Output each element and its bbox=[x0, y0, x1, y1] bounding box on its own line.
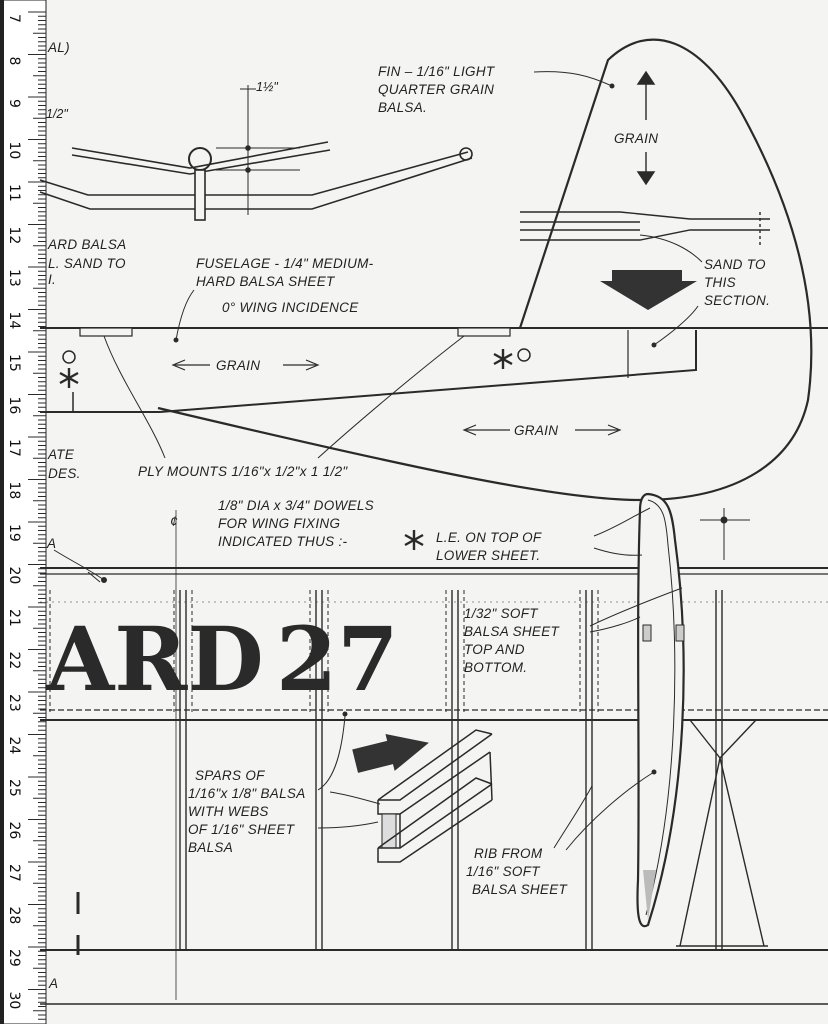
ruler-number: 21 bbox=[6, 609, 22, 627]
ply-mount-rear bbox=[457, 327, 511, 337]
left-edge-fragments: AL) 1/2" ARD BALSA L. SAND TO I. ATE DES… bbox=[46, 40, 126, 991]
label-fin-1: FIN – 1/16" LIGHT bbox=[378, 64, 496, 79]
label-left-des: DES. bbox=[48, 466, 81, 481]
label-sheet-1: 1/32" SOFT bbox=[464, 606, 539, 621]
ruler-number: 11 bbox=[6, 184, 22, 202]
ruler-number: 10 bbox=[6, 142, 22, 160]
ruler-number: 29 bbox=[6, 949, 22, 967]
dowel-asterisk-left bbox=[59, 368, 79, 388]
label-left-ate: ATE bbox=[47, 447, 75, 462]
label-left-a2: A bbox=[48, 976, 58, 991]
label-sand-2: THIS bbox=[704, 275, 736, 290]
label-fuselage-1: FUSELAGE - 1/4" MEDIUM- bbox=[196, 256, 374, 271]
ply-mount-front bbox=[79, 327, 133, 337]
label-rib-1: RIB FROM bbox=[474, 846, 543, 861]
ruler-number: 20 bbox=[6, 567, 22, 585]
ruler-number: 13 bbox=[6, 269, 22, 287]
dowel-circle-fuselage bbox=[517, 348, 531, 362]
label-le-1: L.E. ON TOP OF bbox=[436, 530, 542, 545]
label-sheet-2: BALSA SHEET bbox=[464, 624, 561, 639]
label-left-hard-balsa-2: L. SAND TO bbox=[48, 256, 126, 271]
grain-arrow-aft bbox=[462, 424, 622, 436]
fin: GRAIN FIN – 1/16" LIGHT QUARTER GRAIN BA… bbox=[157, 38, 813, 502]
view-arrow-up bbox=[352, 734, 429, 773]
ruler-number: 15 bbox=[6, 354, 22, 372]
ruler-number: 18 bbox=[6, 482, 22, 500]
wing-plan bbox=[40, 508, 828, 1005]
label-left-al: AL) bbox=[47, 40, 70, 55]
label-sheet-3: TOP AND bbox=[464, 642, 525, 657]
grain-arrow-fwd bbox=[171, 359, 320, 371]
ruler-number: 16 bbox=[6, 397, 22, 415]
ruler-number: 12 bbox=[6, 227, 22, 245]
view-arrow-down bbox=[600, 270, 697, 310]
label-wing-incidence: 0° WING INCIDENCE bbox=[222, 300, 359, 315]
label-dim-half: 1½" bbox=[256, 80, 278, 94]
label-sand-3: SECTION. bbox=[704, 293, 770, 308]
rib-spar-right bbox=[675, 624, 685, 642]
wing-large-text-2: 27 bbox=[276, 607, 398, 711]
label-dowels-3: INDICATED THUS :- bbox=[218, 534, 348, 549]
ruler-number: 30 bbox=[6, 992, 22, 1010]
label-left-hard-balsa-1: ARD BALSA bbox=[47, 237, 126, 252]
label-fin-2: QUARTER GRAIN bbox=[378, 82, 494, 97]
ruler-number: 19 bbox=[6, 524, 22, 542]
ruler-number: 26 bbox=[6, 822, 22, 840]
dowels-note: 1/8" DIA x 3/4" DOWELS FOR WING FIXING I… bbox=[170, 498, 424, 1000]
ruler-number: 17 bbox=[6, 439, 22, 457]
label-dowels-1: 1/8" DIA x 3/4" DOWELS bbox=[218, 498, 374, 513]
rib-section bbox=[636, 492, 685, 928]
fuselage: GRAIN GRAIN FUSELAGE - 1/4" MEDIUM- HARD… bbox=[40, 256, 828, 479]
label-sand-1: SAND TO bbox=[704, 257, 766, 272]
dihedral-front-view bbox=[39, 85, 473, 221]
ruler-number: 8 bbox=[6, 57, 22, 66]
label-fuselage-2: HARD BALSA SHEET bbox=[196, 274, 336, 289]
label-dowels-2: FOR WING FIXING bbox=[218, 516, 340, 531]
label-le-2: LOWER SHEET. bbox=[436, 548, 540, 563]
label-spars-5: BALSA bbox=[188, 840, 233, 855]
label-fin-3: BALSA. bbox=[378, 100, 427, 115]
ruler-number: 22 bbox=[6, 652, 22, 670]
grain-arrow-vertical bbox=[636, 70, 656, 186]
ruler: 7 8 9 10 11 12 13 14 15 16 17 18 19 20 21 22 23 24 25 26 27 2… bbox=[0, 0, 47, 1024]
label-left-a1: A bbox=[46, 536, 56, 551]
label-left-half: 1/2" bbox=[46, 107, 68, 121]
label-grain-fwd: GRAIN bbox=[216, 358, 260, 373]
label-left-hard-balsa-3: I. bbox=[48, 272, 56, 287]
dowel-asterisk-fuselage bbox=[493, 349, 513, 369]
label-grain-aft: GRAIN bbox=[514, 423, 558, 438]
label-spars-1: SPARS OF bbox=[195, 768, 265, 783]
label-rib-3: BALSA SHEET bbox=[472, 882, 569, 897]
label-spars-2: 1/16"x 1/8" BALSA bbox=[188, 786, 306, 801]
rib-spar-left bbox=[642, 624, 652, 642]
ruler-number: 7 bbox=[6, 14, 22, 23]
ruler-number: 25 bbox=[6, 779, 22, 797]
ruler-number: 28 bbox=[6, 907, 22, 925]
centre-line-mark: ¢ bbox=[170, 514, 178, 529]
label-spars-4: OF 1/16" SHEET bbox=[188, 822, 296, 837]
label-sheet-4: BOTTOM. bbox=[464, 660, 527, 675]
ruler-number: 27 bbox=[6, 864, 22, 882]
ruler-number: 14 bbox=[6, 312, 22, 330]
wing-large-text-1: ARD bbox=[45, 607, 264, 711]
dowel-circle-left bbox=[62, 350, 76, 364]
label-grain-fin: GRAIN bbox=[614, 131, 658, 146]
label-spars-3: WITH WEBS bbox=[188, 804, 269, 819]
label-rib-2: 1/16" SOFT bbox=[466, 864, 541, 879]
label-ply-mounts: PLY MOUNTS 1/16"x 1/2"x 1 1/2" bbox=[138, 464, 348, 479]
ruler-number: 23 bbox=[6, 694, 22, 712]
spar-detail: SPARS OF 1/16"x 1/8" BALSA WITH WEBS OF … bbox=[188, 711, 493, 863]
ruler-number: 24 bbox=[6, 737, 22, 755]
ruler-number: 9 bbox=[6, 99, 22, 108]
